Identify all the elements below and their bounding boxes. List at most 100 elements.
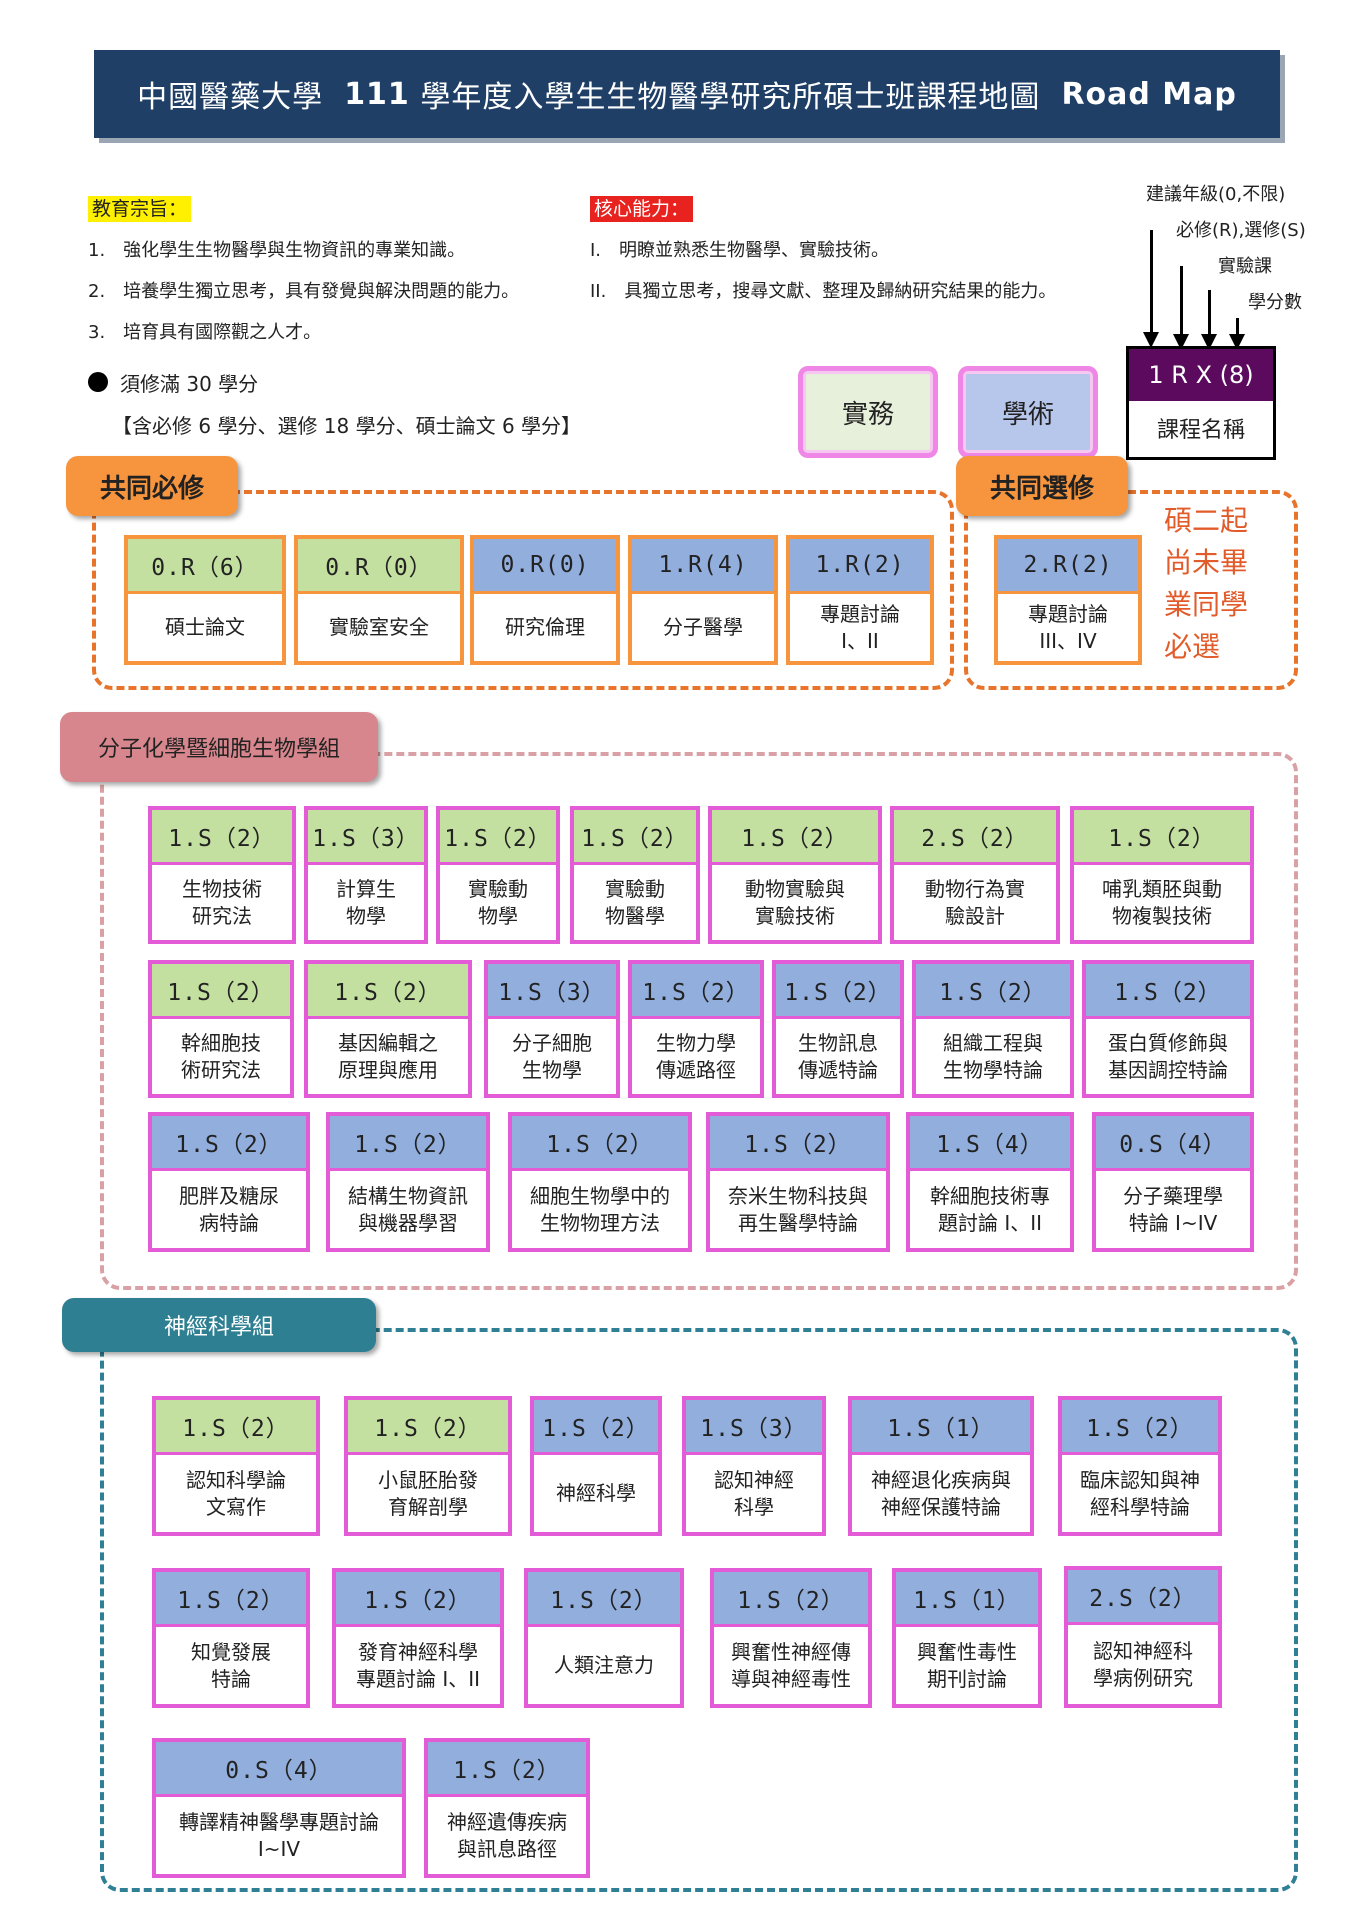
course-card: 1.S（2） 人類注意力 — [524, 1568, 684, 1708]
competency-item-2: II. 具獨立思考，搜尋文獻、整理及歸納研究結果的能力。 — [590, 281, 1057, 302]
legend-year: 建議年級(0,不限) — [1146, 184, 1286, 205]
elective-note-line: 尚未畢 — [1164, 546, 1249, 579]
course-name: 生物力學 傳遞路徑 — [656, 1030, 736, 1082]
course-code: 0.R（0） — [298, 539, 460, 594]
course-code: 1.S（2） — [440, 810, 556, 865]
course-code: 1.S（3） — [488, 964, 616, 1019]
arrow-down-icon — [1143, 230, 1159, 348]
arrow-down-icon — [1201, 290, 1217, 350]
title-banner: 中國醫藥大學 111 學年度入學生生物醫學研究所碩士班課程地圖 Road Map — [94, 50, 1280, 138]
course-card: 0.R(0)研究倫理 — [470, 535, 620, 665]
course-card: 2.S（2）動物行為實 驗設計 — [890, 806, 1060, 944]
elective-note-line: 必選 — [1164, 630, 1221, 663]
course-code: 1.S（2） — [336, 1572, 500, 1627]
elective-note-line: 碩二起 — [1164, 504, 1249, 537]
goal-item-2: 2. 培養學生獨立思考，具有發覺與解決問題的能力。 — [88, 281, 520, 302]
course-code: 1.S（2） — [534, 1400, 658, 1455]
course-code: 1.S（2） — [528, 1572, 680, 1627]
competency-item-1: I. 明瞭並熟悉生物醫學、實驗技術。 — [590, 240, 890, 261]
course-code: 1.S（2） — [152, 1116, 306, 1171]
course-name: 生物訊息 傳遞特論 — [798, 1030, 878, 1082]
course-name: 基因編輯之 原理與應用 — [338, 1030, 438, 1082]
course-code: 1.S（2） — [710, 1116, 886, 1171]
legend-name: 課程名稱 — [1156, 417, 1245, 443]
practice-type-box: 實務 — [798, 366, 938, 458]
course-card: 1.S（2）動物實驗與 實驗技術 — [708, 806, 882, 944]
course-card: 1.S（2） 生物訊息 傳遞特論 — [772, 960, 904, 1098]
course-card: 1.S（2） 蛋白質修飾與 基因調控特論 — [1082, 960, 1254, 1098]
course-code: 1.S（2） — [348, 1400, 508, 1455]
course-card: 1.S（2）肥胖及糖尿 病特論 — [148, 1112, 310, 1252]
course-name: 分子醫學 — [663, 615, 743, 639]
course-name: 幹細胞技術專 題討論 I、II — [930, 1183, 1050, 1235]
course-code: 1.S（2） — [712, 810, 878, 865]
course-card: 1.S（2）神經科學 — [530, 1396, 662, 1536]
practice-label: 實務 — [841, 399, 894, 430]
course-card: 2.R(2)專題討論 III、IV — [994, 535, 1142, 665]
course-card: 0.R（6） 碩士論文 — [124, 535, 286, 665]
course-name: 蛋白質修飾與 基因調控特論 — [1108, 1030, 1228, 1082]
course-name: 分子藥理學 特論 I~IV — [1123, 1183, 1223, 1235]
course-name: 碩士論文 — [165, 615, 245, 639]
course-name: 專題討論 I、II — [820, 601, 900, 653]
course-code: 1.S（2） — [1086, 964, 1250, 1019]
course-card: 1.S（4）幹細胞技術專 題討論 I、II — [906, 1112, 1074, 1252]
course-code: 0.S（4） — [156, 1742, 402, 1797]
course-name: 生物技術 研究法 — [182, 876, 262, 928]
course-code: 0.R（6） — [128, 539, 282, 594]
bullet-icon — [88, 372, 108, 392]
course-code: 1.S（2） — [152, 964, 290, 1019]
arrow-down-icon — [1173, 266, 1189, 350]
course-name: 小鼠胚胎發 育解剖學 — [378, 1467, 478, 1519]
course-card: 1.S（2） 生物技術 研究法 — [148, 806, 296, 944]
course-name: 計算生 物學 — [336, 876, 396, 928]
course-name: 細胞生物學中的 生物物理方法 — [530, 1183, 670, 1235]
title-year: 111 — [344, 76, 410, 112]
course-card: 1.S（2）認知科學論 文寫作 — [152, 1396, 320, 1536]
common-required-tab: 共同必修 — [66, 456, 238, 516]
course-card: 0.S（4）轉譯精神醫學專題討論 I~IV — [152, 1738, 406, 1878]
course-code: 1.S（3） — [308, 810, 424, 865]
course-code: 1.S（2） — [308, 964, 468, 1019]
course-code: 1.S（2） — [152, 810, 292, 865]
course-name: 實驗動 物學 — [468, 876, 528, 928]
course-code: 1.S（2） — [512, 1116, 688, 1171]
course-name: 人類注意力 — [554, 1653, 654, 1677]
course-card: 1.S（3） 計算生 物學 — [304, 806, 428, 944]
legend-lab: 實驗課 — [1218, 256, 1272, 277]
course-name: 神經退化疾病與 神經保護特論 — [871, 1467, 1011, 1519]
course-code: 2.S（2） — [894, 810, 1056, 865]
course-code: 1.S（2） — [330, 1116, 486, 1171]
course-card: 1.S（2） 臨床認知與神 經科學特論 — [1058, 1396, 1222, 1536]
course-card: 1.S（2） 實驗動 物學 — [436, 806, 560, 944]
credits-line-2: 【含必修 6 學分、選修 18 學分、碩士論文 6 學分】 — [112, 414, 582, 438]
course-code: 1.S（1） — [896, 1572, 1038, 1627]
molecular-group-frame — [100, 752, 1298, 1290]
legend-code: 1 R X (8) — [1129, 349, 1273, 401]
common-elective-frame — [964, 490, 1298, 690]
course-name: 臨床認知與神 經科學特論 — [1080, 1467, 1200, 1519]
goal-item-1: 1. 強化學生生物醫學與生物資訊的專業知識。 — [88, 240, 466, 261]
elective-note-line: 業同學 — [1164, 588, 1249, 621]
course-code: 1.S（2） — [916, 964, 1070, 1019]
credits-line-1: 須修滿 30 學分 — [120, 372, 259, 396]
course-card: 1.S（2） 幹細胞技 術研究法 — [148, 960, 294, 1098]
course-card: 1.S（2） 細胞生物學中的 生物物理方法 — [508, 1112, 692, 1252]
course-name: 知覺發展 特論 — [191, 1639, 271, 1691]
course-code: 1.S（1） — [852, 1400, 1030, 1455]
course-code: 1.S（2） — [714, 1572, 868, 1627]
course-code: 1.S（2） — [776, 964, 900, 1019]
course-code: 1.S（2） — [1062, 1400, 1218, 1455]
course-name: 幹細胞技 術研究法 — [181, 1030, 261, 1082]
course-card: 1.S（2）奈米生物科技與 再生醫學特論 — [706, 1112, 890, 1252]
course-name: 發育神經科學 專題討論 I、II — [355, 1639, 481, 1691]
arrow-down-icon — [1229, 318, 1245, 350]
course-card: 0.S（4）分子藥理學 特論 I~IV — [1092, 1112, 1254, 1252]
course-name: 結構生物資訊 與機器學習 — [348, 1183, 468, 1235]
course-card: 1.S（2） 結構生物資訊 與機器學習 — [326, 1112, 490, 1252]
course-card: 1.S（2）興奮性神經傳 導與神經毒性 — [710, 1568, 872, 1708]
course-card: 1.S（2）生物力學 傳遞路徑 — [628, 960, 764, 1098]
legend-required: 必修(R),選修(S) — [1176, 220, 1306, 241]
legend-box: 1 R X (8) 課程名稱 — [1126, 346, 1276, 460]
course-name: 實驗室安全 — [329, 615, 429, 639]
